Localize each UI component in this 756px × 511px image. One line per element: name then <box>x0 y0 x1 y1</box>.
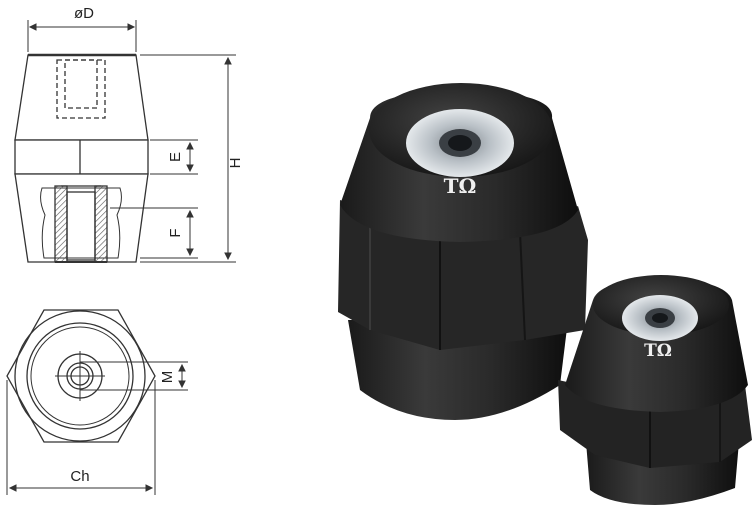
top-view-drawing <box>6 309 156 443</box>
thread-wall-right <box>94 185 108 263</box>
label-ch: Ch <box>70 468 89 485</box>
e-dimension <box>150 139 198 175</box>
diameter-dimension <box>27 20 137 52</box>
large-insulator-photo: TΩ <box>338 83 588 420</box>
label-height: H <box>227 158 244 169</box>
thread-wall-left <box>54 185 68 263</box>
label-diameter: øD <box>74 5 94 22</box>
label-e: E <box>167 152 184 162</box>
height-dimension <box>140 54 236 263</box>
m-dimension <box>80 361 188 391</box>
side-view-drawing <box>14 53 149 263</box>
small-insulator-photo: TΩ <box>558 275 752 505</box>
large-logo: TΩ <box>444 174 477 198</box>
ch-dimension <box>6 380 156 495</box>
label-m: M <box>159 371 176 384</box>
small-logo: TΩ <box>644 341 672 361</box>
label-f: F <box>167 228 184 237</box>
f-dimension <box>110 207 198 259</box>
